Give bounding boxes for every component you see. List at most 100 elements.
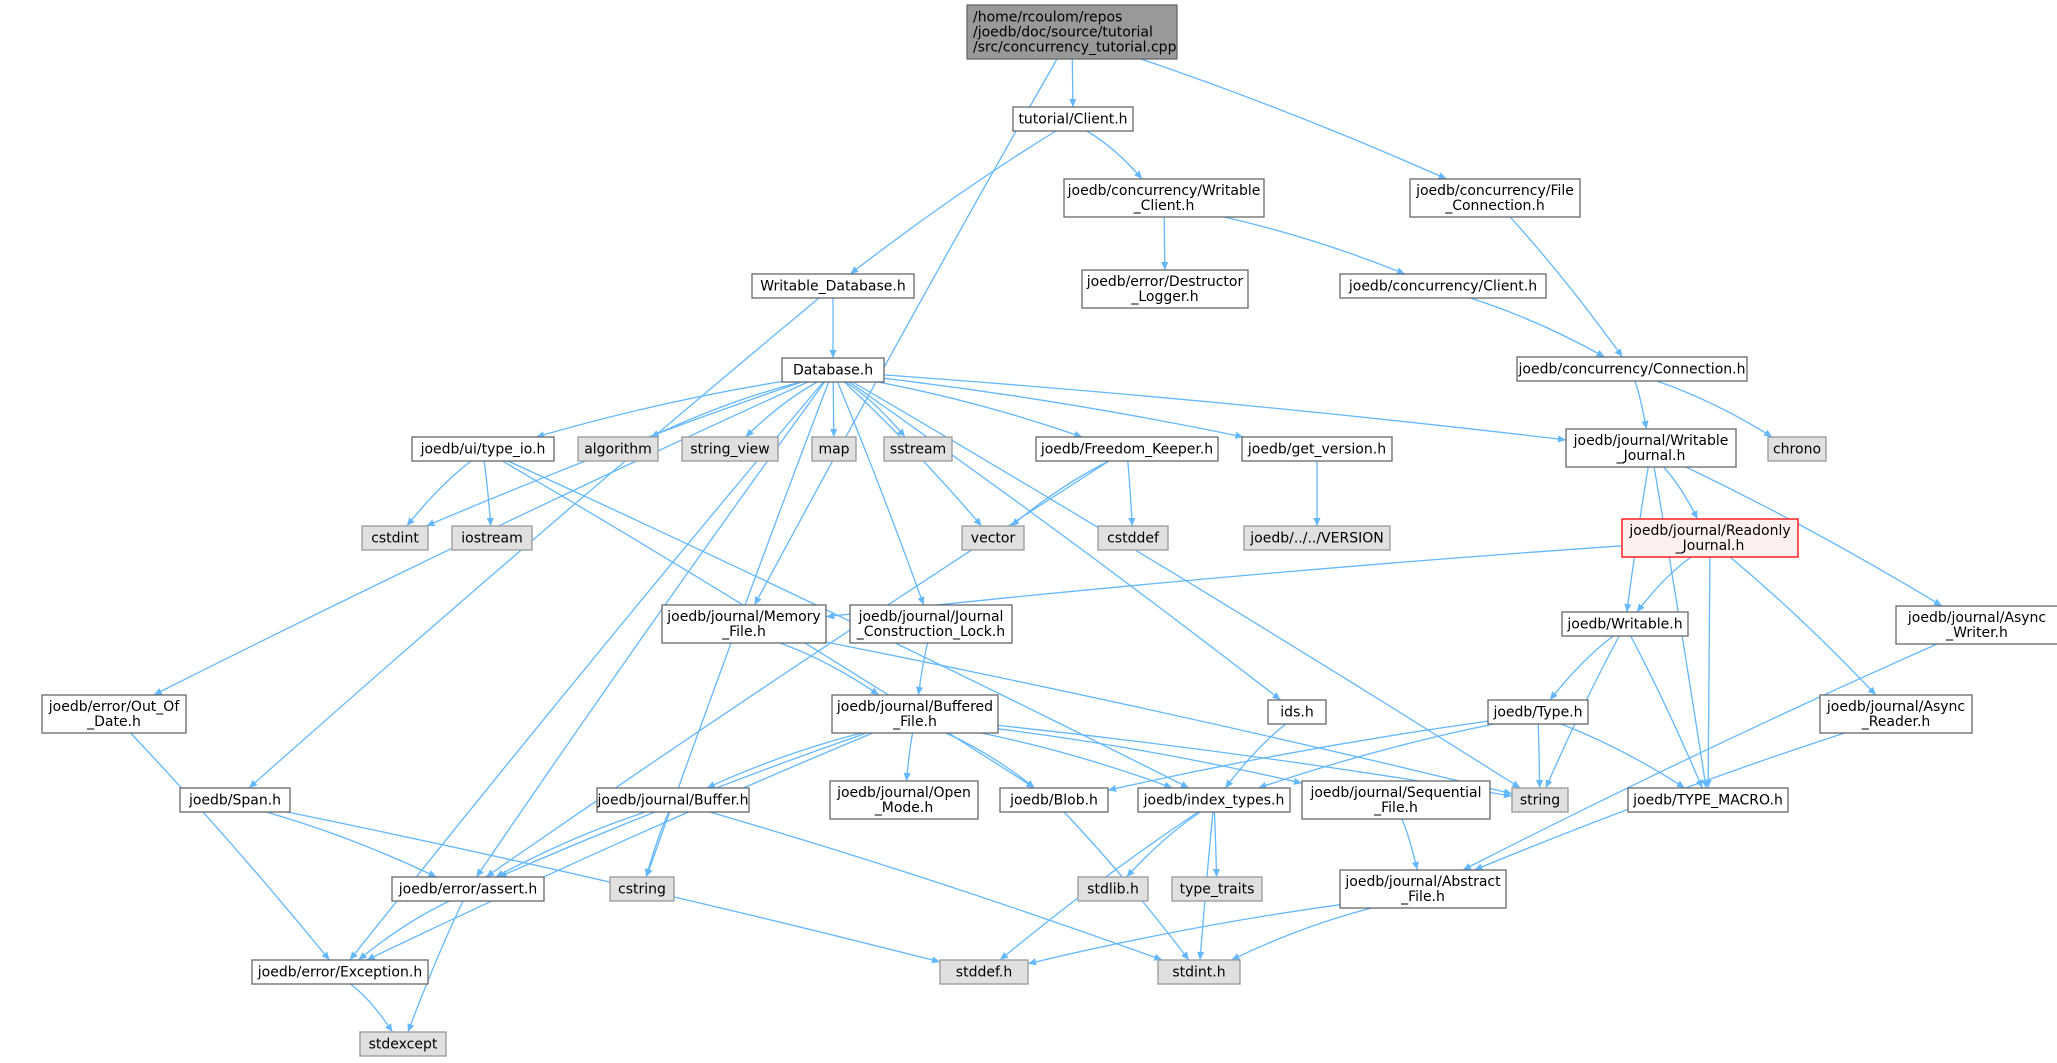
- node-writable[interactable]: joedb/Writable.h: [1561, 611, 1689, 637]
- node-get-version[interactable]: joedb/get_version.h: [1241, 436, 1393, 462]
- node-label: joedb/journal/Buffer.h: [597, 793, 749, 809]
- node-freedom-keeper[interactable]: joedb/Freedom_Keeper.h: [1035, 436, 1219, 462]
- node-label: _Reader.h: [1861, 714, 1931, 730]
- node-string-view[interactable]: string_view: [681, 436, 779, 462]
- node-buffer[interactable]: joedb/journal/Buffer.h: [596, 787, 750, 813]
- node-label: _File.h: [1373, 800, 1418, 816]
- node-label: /joedb/doc/source/tutorial: [973, 25, 1153, 41]
- node-label: stdexcept: [369, 1037, 438, 1053]
- node-box: [1171, 876, 1263, 902]
- node-label: joedb/journal/Journal: [858, 609, 1004, 625]
- node-stddef[interactable]: stddef.h: [939, 959, 1029, 985]
- node-label: _Construction_Lock.h: [856, 624, 1005, 640]
- node-writable-journal[interactable]: joedb/journal/Writable_Journal.h: [1565, 428, 1737, 468]
- node-box: [1895, 605, 2057, 645]
- node-sequential-file[interactable]: joedb/journal/Sequential_File.h: [1301, 780, 1491, 820]
- node-box: [939, 959, 1029, 985]
- node-label: _Date.h: [86, 714, 141, 730]
- node-type[interactable]: joedb/Type.h: [1487, 699, 1589, 725]
- node-cstdint[interactable]: cstdint: [361, 525, 429, 551]
- node-connection[interactable]: joedb/concurrency/Connection.h: [1516, 356, 1748, 382]
- edge-writable_client-to-destructor_logger: [1161, 216, 1169, 271]
- edge-readonly_journal-to-writable: [1636, 556, 1692, 613]
- node-open-mode[interactable]: joedb/journal/Open_Mode.h: [829, 780, 979, 820]
- node-ids[interactable]: ids.h: [1267, 699, 1327, 725]
- node-async-writer[interactable]: joedb/journal/Async_Writer.h: [1895, 605, 2057, 645]
- node-label: algorithm: [584, 442, 652, 458]
- node-box: [811, 436, 857, 462]
- node-async-reader[interactable]: joedb/journal/Async_Reader.h: [1819, 694, 1973, 734]
- edge-buffered_file-to-buffer: [706, 732, 862, 789]
- edge-type-to-blob: [1107, 720, 1489, 792]
- node-stdint[interactable]: stdint.h: [1157, 959, 1241, 985]
- node-label: joedb/TYPE_MACRO.h: [1632, 793, 1783, 809]
- node-vector[interactable]: vector: [961, 525, 1025, 551]
- node-label: cstddef: [1107, 531, 1160, 547]
- edge-root-to-file_connection: [1140, 58, 1447, 180]
- node-version[interactable]: joedb/../../VERSION: [1243, 525, 1391, 551]
- node-blob[interactable]: joedb/Blob.h: [999, 787, 1109, 813]
- node-index-types[interactable]: joedb/index_types.h: [1137, 787, 1291, 813]
- node-cstddef[interactable]: cstddef: [1097, 525, 1169, 551]
- node-label: joedb/journal/Writable: [1573, 433, 1729, 449]
- node-box: [1243, 525, 1391, 551]
- edge-database-to-get_version: [883, 377, 1244, 439]
- edge-buffered_file-to-exception: [366, 732, 873, 961]
- node-memory-file[interactable]: joedb/journal/Memory_File.h: [661, 604, 827, 644]
- node-writable-client[interactable]: joedb/concurrency/Writable_Client.h: [1063, 178, 1265, 218]
- node-type-io[interactable]: joedb/ui/type_io.h: [411, 436, 555, 462]
- node-box: [681, 436, 779, 462]
- node-label: joedb/Freedom_Keeper.h: [1040, 442, 1213, 458]
- node-label: sstream: [890, 442, 946, 458]
- node-iostream[interactable]: iostream: [451, 525, 533, 551]
- node-tutorial-client[interactable]: tutorial/Client.h: [1012, 106, 1134, 132]
- node-cstring[interactable]: cstring: [609, 876, 675, 902]
- node-stdexcept[interactable]: stdexcept: [359, 1031, 447, 1057]
- node-box: [391, 876, 545, 902]
- edge-database-to-freedom_keeper: [877, 381, 1083, 438]
- node-algorithm[interactable]: algorithm: [577, 436, 659, 462]
- node-span[interactable]: joedb/Span.h: [179, 787, 291, 813]
- node-label: ids.h: [1280, 705, 1313, 721]
- node-chrono[interactable]: chrono: [1767, 436, 1827, 462]
- node-label: joedb/error/Exception.h: [257, 965, 422, 981]
- node-map[interactable]: map: [811, 436, 857, 462]
- node-label: stdint.h: [1172, 965, 1225, 981]
- edge-async_writer-to-abstract_file: [1462, 643, 1938, 871]
- node-type-traits[interactable]: type_traits: [1171, 876, 1263, 902]
- edge-buffer-to-stdint: [709, 811, 1163, 961]
- node-type-macro[interactable]: joedb/TYPE_MACRO.h: [1627, 787, 1789, 813]
- node-label: joedb/journal/Buffered: [836, 699, 993, 715]
- node-stdlib[interactable]: stdlib.h: [1077, 876, 1149, 902]
- node-label: joedb/journal/Abstract: [1344, 874, 1501, 890]
- node-label: joedb/Span.h: [188, 793, 281, 809]
- node-label: joedb/../../VERSION: [1249, 531, 1383, 547]
- node-construction-lock[interactable]: joedb/journal/Journal_Construction_Lock.…: [849, 604, 1013, 644]
- node-readonly-journal[interactable]: joedb/journal/Readonly_Journal.h: [1621, 518, 1799, 558]
- node-label: /src/concurrency_tutorial.cpp: [973, 40, 1177, 56]
- node-out-of-date[interactable]: joedb/error/Out_Of_Date.h: [41, 694, 187, 734]
- node-destructor-logger[interactable]: joedb/error/Destructor_Logger.h: [1081, 269, 1249, 309]
- edge-database-to-construction_lock: [836, 381, 925, 606]
- node-string[interactable]: string: [1511, 787, 1569, 813]
- node-file-connection[interactable]: joedb/concurrency/File_Connection.h: [1409, 178, 1581, 218]
- node-label: joedb/concurrency/Connection.h: [1518, 362, 1746, 378]
- node-box: [1561, 611, 1689, 637]
- node-sstream[interactable]: sstream: [883, 436, 953, 462]
- node-assert[interactable]: joedb/error/assert.h: [391, 876, 545, 902]
- node-writable-database[interactable]: Writable_Database.h: [751, 273, 915, 299]
- node-exception[interactable]: joedb/error/Exception.h: [251, 959, 429, 985]
- edge-span-to-assert: [266, 811, 437, 878]
- node-label: joedb/journal/Readonly: [1628, 523, 1790, 539]
- node-box: [831, 694, 999, 734]
- node-box: [1012, 106, 1134, 132]
- node-box: [883, 436, 953, 462]
- node-box: [999, 787, 1109, 813]
- node-box: [451, 525, 533, 551]
- node-abstract-file[interactable]: joedb/journal/Abstract_File.h: [1339, 869, 1507, 909]
- edge-memory_file-to-buffered_file: [779, 642, 880, 696]
- node-buffered-file[interactable]: joedb/journal/Buffered_File.h: [831, 694, 999, 734]
- node-root[interactable]: /home/rcoulom/repos/joedb/doc/source/tut…: [966, 4, 1178, 60]
- node-database[interactable]: Database.h: [781, 357, 885, 383]
- node-concurrency-client[interactable]: joedb/concurrency/Client.h: [1339, 273, 1547, 299]
